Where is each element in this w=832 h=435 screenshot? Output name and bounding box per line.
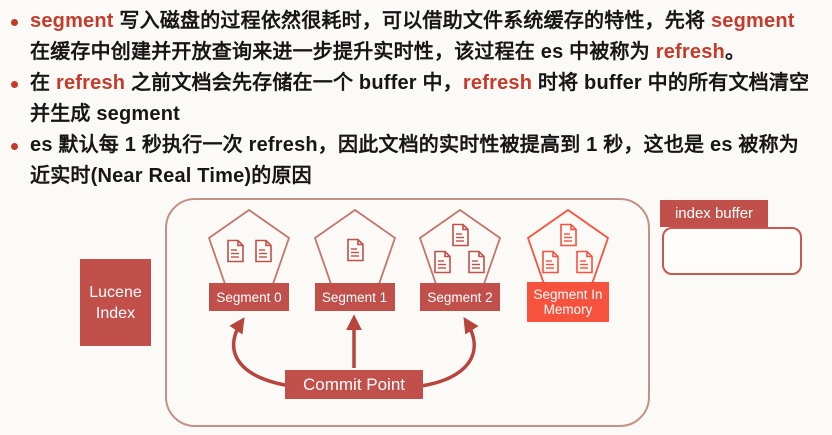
segment-label-2: Segment 2	[420, 283, 500, 311]
index-buffer-label-box: index buffer	[660, 200, 768, 227]
bullet-list: segment 写入磁盘的过程依然很耗时，可以借助文件系统缓存的特性，先将 se…	[0, 6, 826, 192]
bullet-dot	[11, 19, 18, 26]
bullet-line: 近实时(Near Real Time)的原因	[30, 161, 826, 192]
bullet-line: 在缓存中创建并开放查询来进一步提升实时性，该过程在 es 中被称为 refres…	[30, 37, 826, 68]
keyword-text: refresh	[655, 41, 725, 63]
document-icon	[225, 239, 246, 269]
document-icon	[574, 250, 595, 280]
index-buffer-empty-box	[662, 227, 802, 275]
body-text: 写入磁盘的过程依然很耗时，可以借助文件系统缓存的特性，先将	[113, 10, 711, 32]
body-text: 在	[30, 72, 56, 94]
bullet-item-2: es 默认每 1 秒执行一次 refresh，因此文档的实时性被提高到 1 秒，…	[0, 130, 826, 192]
document-icon	[466, 250, 487, 280]
segment-group-0: Segment 0	[207, 208, 291, 311]
body-text: 时将 buffer 中的所有文档清空	[532, 72, 810, 94]
body-text: 并生成 segment	[30, 103, 181, 125]
bullet-line: segment 写入磁盘的过程依然很耗时，可以借助文件系统缓存的特性，先将 se…	[30, 6, 826, 37]
document-icon	[450, 223, 471, 253]
bullet-item-1: 在 refresh 之前文档会先存储在一个 buffer 中，refresh 时…	[0, 68, 826, 130]
document-icon	[253, 239, 274, 269]
lucene-index-container-outline	[165, 198, 650, 427]
pentagon-shape	[207, 208, 291, 285]
document-icon	[345, 238, 366, 268]
bullet-dot	[11, 143, 18, 150]
commit-point-box: Commit Point	[285, 370, 423, 399]
lucene-index-label-box: Lucene Index	[80, 259, 151, 346]
body-text: 近实时(Near Real Time)的原因	[30, 165, 312, 187]
body-text: 在缓存中创建并开放查询来进一步提升实时性，该过程在 es 中被称为	[30, 41, 656, 63]
segment-group-1: Segment 1	[313, 208, 397, 311]
document-icon	[558, 223, 579, 253]
document-icon	[540, 250, 561, 280]
lucene-index-label-line2: Index	[95, 304, 136, 322]
keyword-text: segment	[710, 10, 795, 32]
body-text: 。	[724, 41, 746, 63]
bullet-line: 并生成 segment	[30, 99, 826, 130]
segment-group-2: Segment 2	[418, 208, 502, 311]
segment-label-3: Segment In Memory	[527, 282, 609, 322]
segment-label-1: Segment 1	[314, 283, 395, 311]
bullet-line: es 默认每 1 秒执行一次 refresh，因此文档的实时性被提高到 1 秒，…	[30, 130, 826, 161]
bullet-item-0: segment 写入磁盘的过程依然很耗时，可以借助文件系统缓存的特性，先将 se…	[0, 6, 826, 68]
body-text: 之前文档会先存储在一个 buffer 中，	[125, 72, 463, 94]
body-text: es 默认每 1 秒执行一次 refresh，因此文档的实时性被提高到 1 秒，…	[30, 134, 800, 156]
keyword-text: refresh	[55, 72, 126, 94]
segment-group-3: Segment In Memory	[526, 208, 610, 322]
keyword-text: refresh	[462, 72, 533, 94]
bullet-dot	[11, 81, 18, 88]
document-icon	[432, 250, 453, 280]
segment-label-0: Segment 0	[209, 283, 289, 311]
lucene-index-label-line1: Lucene	[89, 283, 142, 301]
bullet-line: 在 refresh 之前文档会先存储在一个 buffer 中，refresh 时…	[30, 68, 826, 99]
keyword-text: segment	[30, 10, 114, 32]
